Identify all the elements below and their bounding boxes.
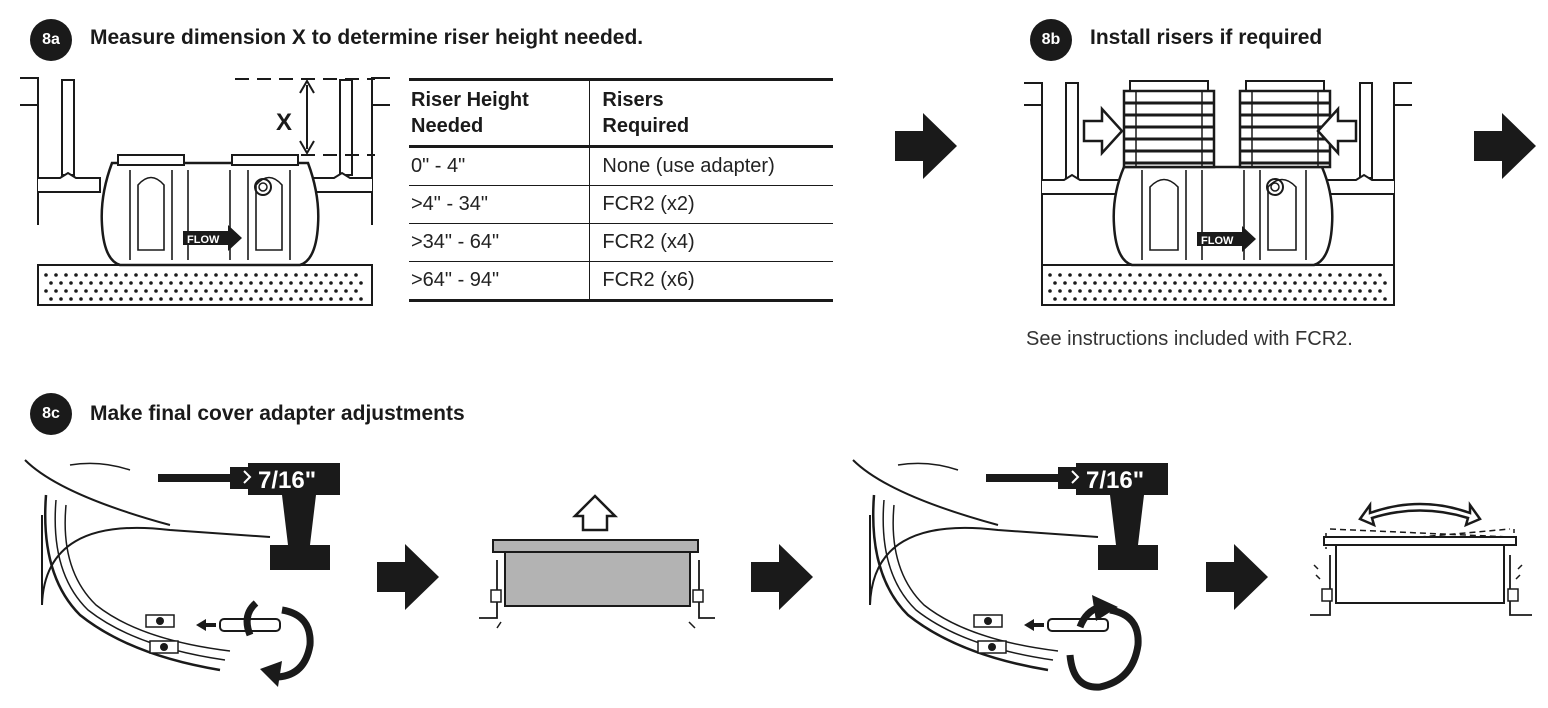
step-title-8a: Measure dimension X to determine riser h… — [90, 26, 644, 49]
table-cell: FCR2 (x4) — [602, 231, 695, 253]
riser-left — [1122, 80, 1216, 169]
fcr2-instructions-note: See instructions included with FCR2. — [1026, 328, 1353, 350]
table-cell: None (use adapter) — [602, 155, 775, 177]
step-badge-8b: 8b — [1030, 19, 1072, 61]
bolt — [977, 640, 1007, 654]
dimension-x-label: X — [276, 109, 292, 136]
lift-arrow — [571, 494, 619, 532]
table-cell: FCR2 (x2) — [602, 193, 695, 215]
table-cell: >34" - 64" — [409, 223, 591, 262]
table-row: >64" - 94" FCR2 (x6) — [409, 261, 833, 301]
drill-body — [248, 463, 340, 495]
drill-body — [1076, 463, 1168, 495]
flow-label: FLOW — [187, 234, 220, 246]
flow-arrow — [183, 225, 242, 251]
table-row: 0" - 4" None (use adapter) — [409, 146, 833, 186]
table-row: >4" - 34" FCR2 (x2) — [409, 185, 833, 224]
bolt — [145, 614, 175, 628]
tank-risers-diagram: FLOW — [1024, 80, 1412, 306]
insert-arrow-right — [1082, 105, 1124, 157]
next-step-arrow — [895, 113, 957, 179]
flow-arrow — [1197, 226, 1256, 252]
step-badge-8a: 8a — [30, 19, 72, 61]
table-row: >34" - 64" FCR2 (x4) — [409, 223, 833, 262]
insert-arrow-left — [1316, 105, 1358, 157]
socket-size-label: 7/16" — [1086, 467, 1144, 494]
tank-measure-diagram: FLOW X — [20, 77, 390, 306]
gravel-bed — [44, 273, 363, 301]
table-cell: >64" - 94" — [409, 261, 591, 301]
gravel-bed — [1048, 273, 1387, 301]
next-step-arrow — [751, 544, 813, 610]
table-cell: 0" - 4" — [409, 146, 591, 186]
step-title-8b: Install risers if required — [1090, 26, 1323, 49]
loosen-bolts-diagram: 7/16" — [24, 459, 340, 687]
table-cell: FCR2 (x6) — [602, 269, 695, 291]
socket-size-label: 7/16" — [258, 467, 316, 494]
flow-label: FLOW — [1201, 235, 1234, 247]
tighten-bolts-diagram: 7/16" — [852, 459, 1168, 691]
lift-adapter-diagram — [479, 494, 715, 629]
bolt — [973, 614, 1003, 628]
bolt — [149, 640, 179, 654]
level-adapter-diagram — [1310, 501, 1532, 616]
next-step-arrow — [377, 544, 439, 610]
riser-right — [1238, 80, 1332, 169]
table-cell: >4" - 34" — [409, 185, 591, 224]
next-step-arrow — [1474, 113, 1536, 179]
step-badge-8c: 8c — [30, 393, 72, 435]
step-title-8c: Make final cover adapter adjustments — [90, 402, 465, 425]
tilt-arrow — [1358, 501, 1482, 528]
next-step-arrow — [1206, 544, 1268, 610]
